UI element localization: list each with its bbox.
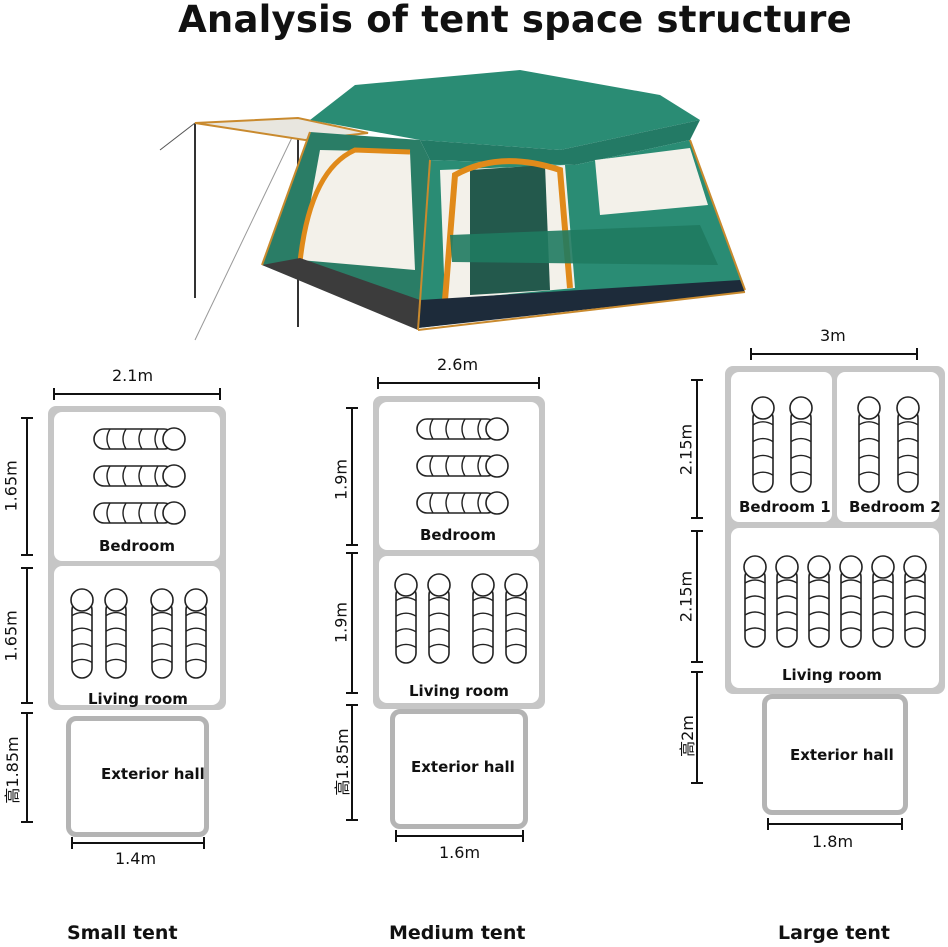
- medium-width-top: 2.6m: [437, 355, 479, 374]
- medium-exterior-hall: [390, 709, 528, 829]
- small-height-2: 1.65m: [1, 610, 21, 662]
- large-bedroom-1: [731, 372, 832, 522]
- small-width-top: 2.1m: [112, 366, 154, 385]
- large-living-room-label: Living room: [782, 666, 882, 684]
- large-height-1: 2.15m: [676, 423, 696, 476]
- page-title: Analysis of tent space structure: [178, 0, 852, 41]
- medium-exterior-hall-label: Exterior hall: [411, 758, 515, 776]
- medium-bedroom-label: Bedroom: [420, 526, 496, 544]
- small-bedroom-label: Bedroom: [99, 537, 175, 555]
- medium-living-room: [379, 556, 539, 703]
- large-bedroom-2-label: Bedroom 2: [849, 498, 941, 516]
- large-height-3: 高2m: [678, 715, 697, 757]
- large-tent-name: Large tent: [778, 922, 890, 944]
- medium-height-3: 高1.85m: [333, 728, 352, 796]
- medium-height-2: 1.9m: [331, 601, 351, 644]
- small-living-room: [54, 566, 220, 705]
- large-height-2: 2.15m: [676, 570, 696, 623]
- large-exterior-hall: [762, 694, 908, 815]
- small-height-3: 高1.85m: [3, 736, 22, 804]
- medium-width-bottom: 1.6m: [439, 843, 481, 862]
- small-exterior-hall-label: Exterior hall: [101, 765, 205, 783]
- medium-tent-name: Medium tent: [389, 922, 526, 944]
- small-width-bottom: 1.4m: [115, 849, 157, 868]
- large-width-top: 3m: [820, 326, 846, 345]
- small-exterior-hall: [66, 716, 209, 837]
- large-exterior-hall-label: Exterior hall: [790, 746, 894, 764]
- large-bedroom-2: [837, 372, 939, 522]
- small-height-1: 1.65m: [1, 460, 21, 512]
- medium-height-1: 1.9m: [331, 458, 351, 501]
- small-tent-name: Small tent: [67, 922, 178, 944]
- small-living-room-label: Living room: [88, 690, 188, 708]
- medium-living-room-label: Living room: [409, 682, 509, 700]
- large-bedroom-1-label: Bedroom 1: [739, 498, 831, 516]
- large-living-room: [731, 528, 939, 688]
- large-width-bottom: 1.8m: [812, 832, 854, 851]
